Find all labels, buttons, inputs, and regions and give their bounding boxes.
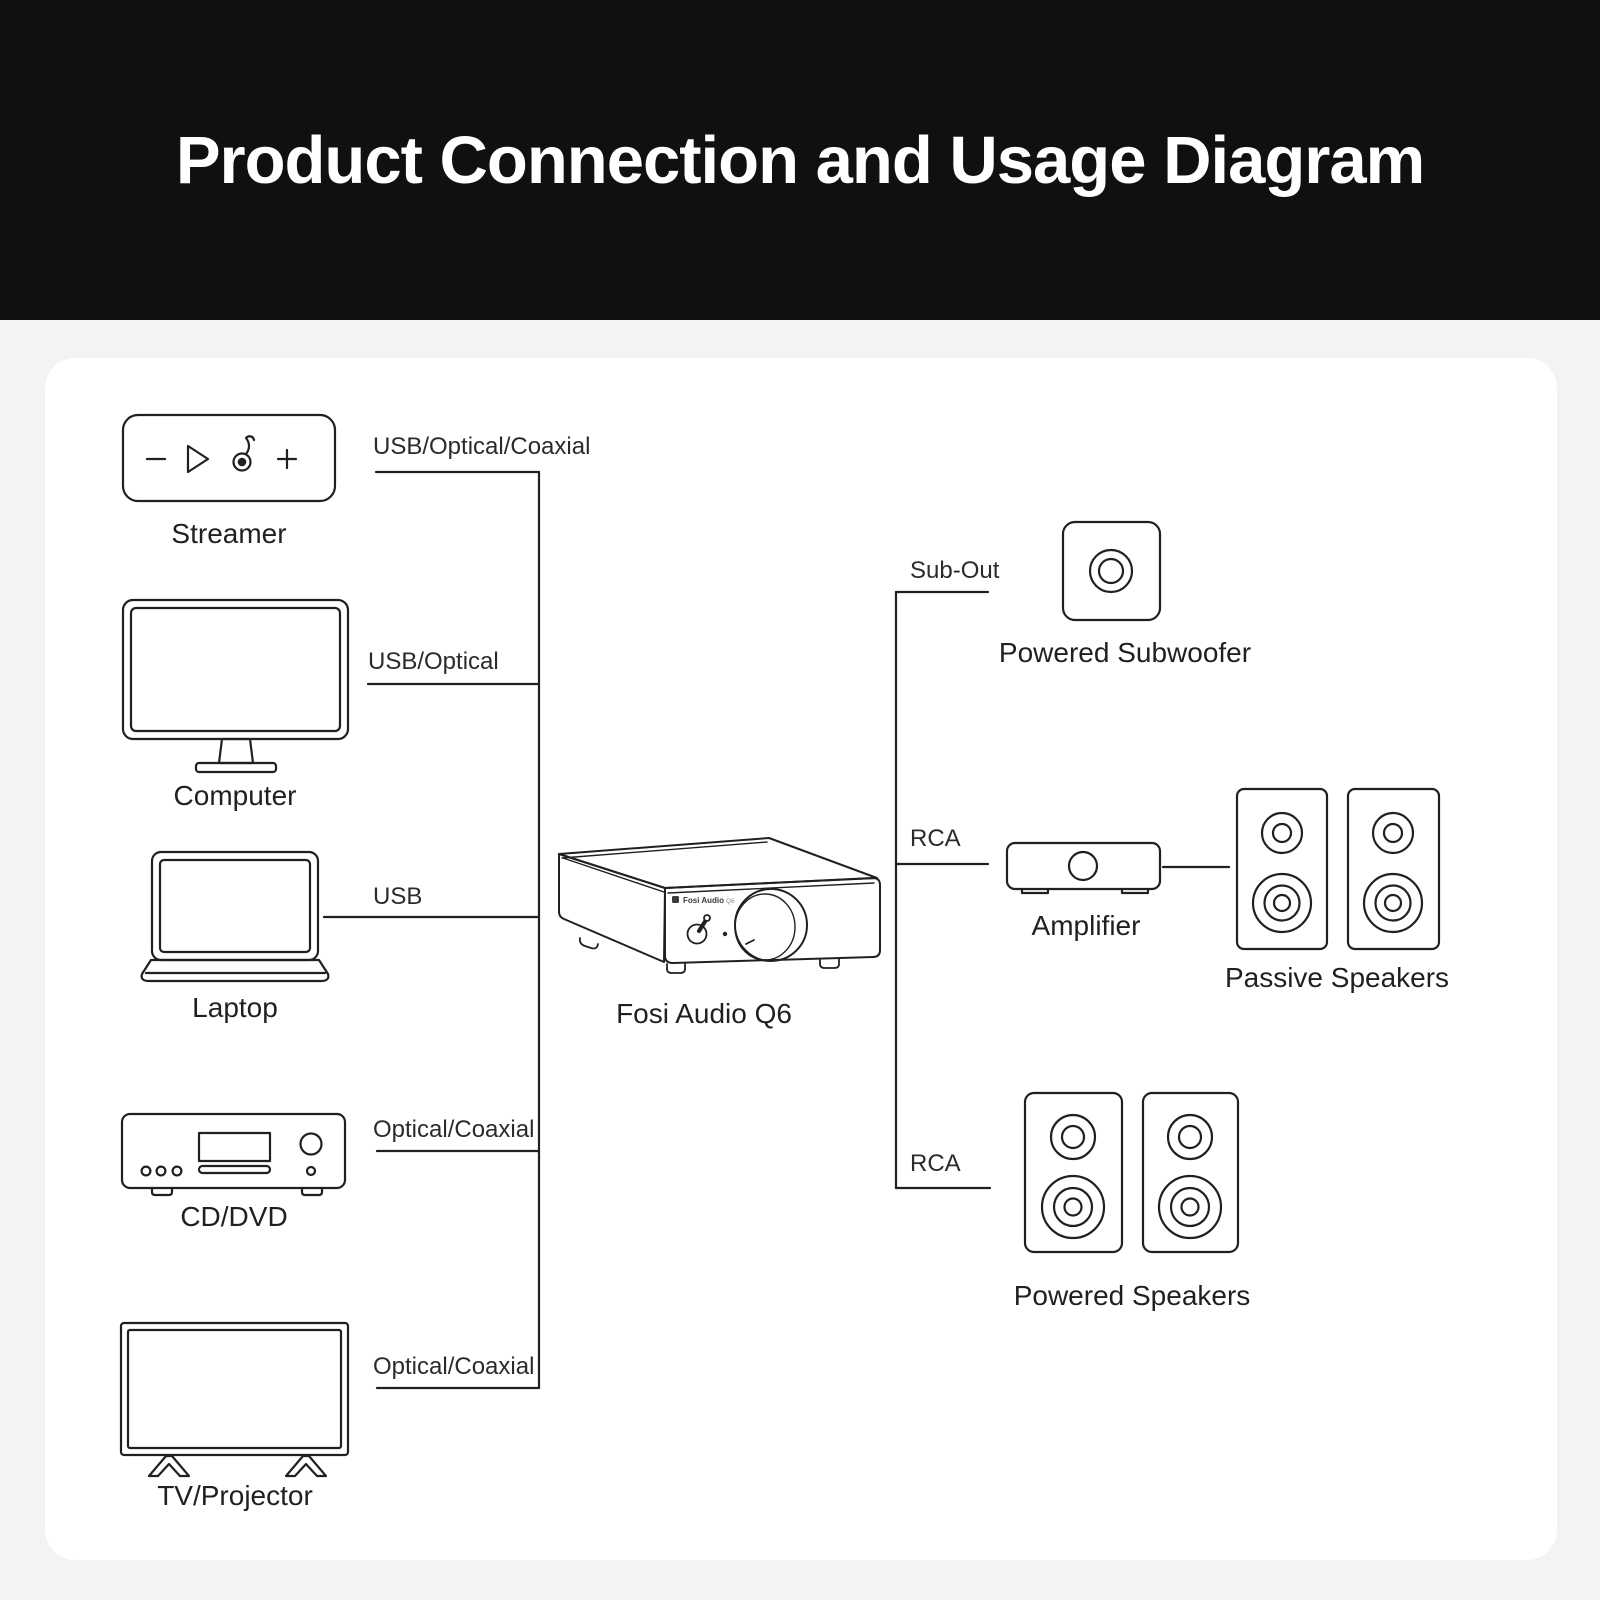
computer-connection-label: USB/Optical (368, 648, 499, 675)
q6-front-face (664, 877, 881, 964)
page-title: Product Connection and Usage Diagram (175, 122, 1425, 198)
passive-speakers-icon (1235, 787, 1441, 951)
cd-knob (299, 1132, 323, 1156)
monitor-stand-base (194, 761, 278, 774)
play-icon (186, 444, 210, 474)
cd-foot-left (150, 1186, 174, 1197)
power-toggle (686, 914, 711, 945)
fosi-audio-q6-label: Fosi Audio Q6 (616, 998, 792, 1029)
q6-left-face (558, 853, 666, 963)
amplifier-knob (1067, 850, 1099, 882)
cd-slot (197, 1164, 272, 1175)
q6-foot-back (578, 937, 599, 950)
powered-speakers-label: Powered Speakers (1013, 1280, 1251, 1311)
cd-display (197, 1131, 272, 1163)
streamer-connection-label: USB/Optical/Coaxial (373, 433, 591, 460)
cd-dvd-connection-label: Optical/Coaxial (373, 1116, 535, 1143)
amplifier-foot-left (1020, 887, 1050, 895)
amplifier-label: Amplifier (1031, 910, 1141, 941)
fosi-audio-q6-icon: Fosi Audio Q6 (558, 837, 881, 974)
computer-label: Computer (173, 780, 297, 811)
volume-knob (734, 888, 808, 962)
streamer-label: Streamer (171, 518, 287, 549)
cd-dvd-label: CD/DVD (180, 1201, 288, 1232)
q6-panel-brand: Fosi Audio (683, 896, 724, 905)
laptop-connection-label: USB (373, 883, 423, 910)
rca-amplifier-connection-label: RCA (910, 825, 961, 852)
header-band: Product Connection and Usage Diagram (0, 0, 1600, 320)
tv-leg-right (284, 1454, 328, 1478)
amplifier-icon (1005, 841, 1162, 895)
computer-icon (121, 598, 350, 774)
q6-foot-front-right (819, 958, 840, 969)
powered-subwoofer-icon (1061, 520, 1162, 622)
q6-panel-model: Q6 (726, 898, 735, 905)
rca-speakers-connection-label: RCA (910, 1150, 961, 1177)
fosi-logo-mark (672, 896, 679, 903)
connection-lines (322, 470, 1231, 1390)
q6-foot-front-left (666, 962, 686, 974)
cd-dvd-icon (120, 1112, 347, 1197)
led-indicator (722, 931, 728, 937)
tv-projector-icon (119, 1321, 350, 1478)
laptop-label: Laptop (192, 992, 278, 1023)
plus-icon (276, 448, 298, 470)
laptop-icon (140, 850, 330, 983)
sub-out-connection-label: Sub-Out (910, 557, 1000, 584)
streamer-icon (121, 413, 337, 503)
passive-speakers-label: Passive Speakers (1224, 962, 1450, 993)
monitor-stand-neck (217, 737, 255, 765)
amplifier-foot-right (1120, 887, 1150, 895)
streamer-body (121, 413, 337, 503)
powered-speakers-icon (1023, 1091, 1240, 1254)
tv-connection-label: Optical/Coaxial (373, 1353, 535, 1380)
music-note-icon (232, 435, 256, 472)
powered-subwoofer-label: Powered Subwoofer (998, 637, 1252, 668)
tv-projector-label: TV/Projector (157, 1480, 313, 1511)
q6-front-logo: Fosi Audio Q6 (672, 896, 735, 905)
tv-leg-left (147, 1454, 191, 1478)
cd-foot-right (300, 1186, 324, 1197)
